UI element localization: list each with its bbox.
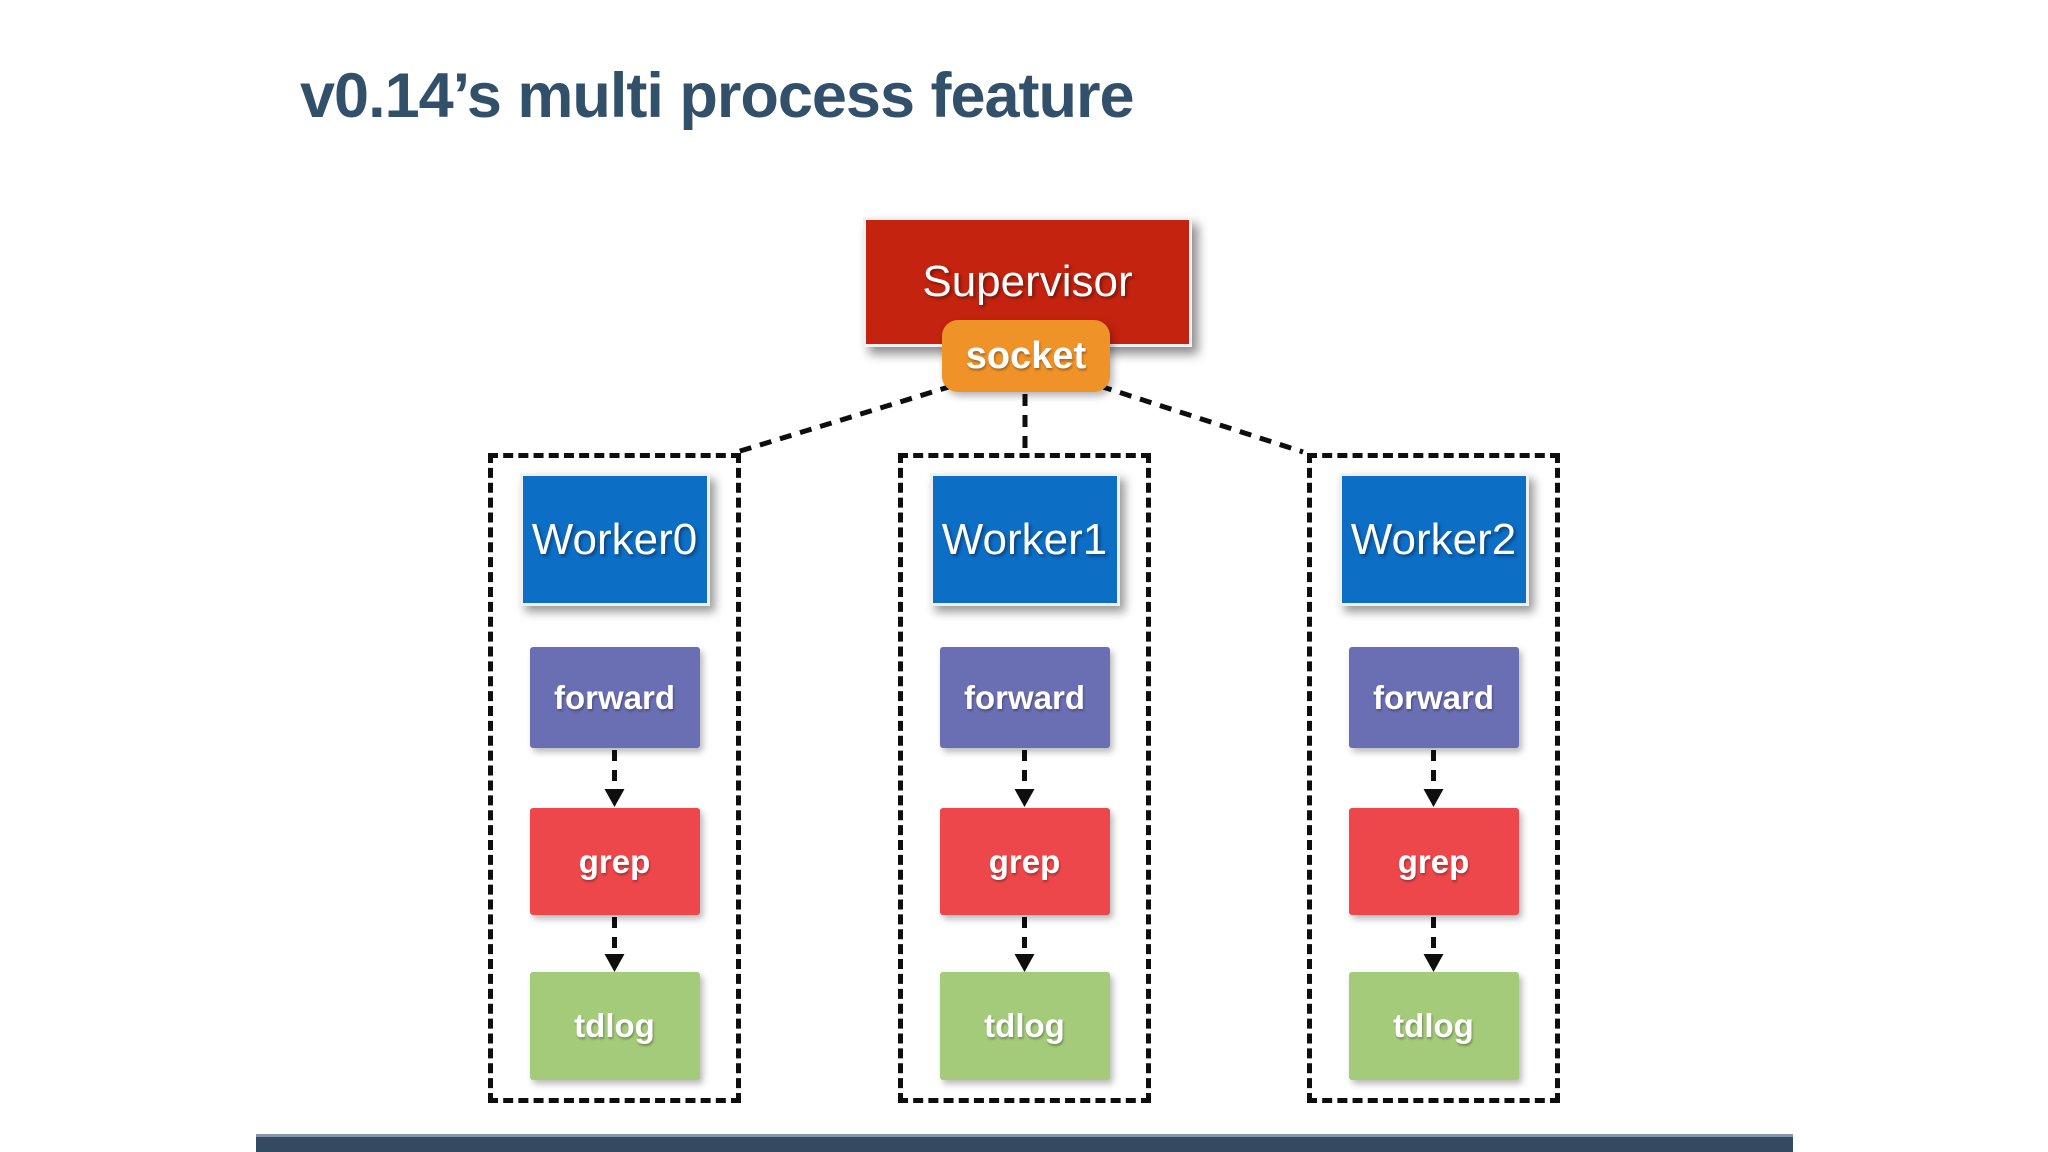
plugin-label: forward xyxy=(1372,678,1494,716)
socket-connector-left xyxy=(736,383,953,455)
plugin-label: forward xyxy=(963,678,1085,716)
plugin-label: grep xyxy=(1397,842,1470,880)
slide-title: v0.14’s multi process feature xyxy=(300,61,1135,131)
footer-bar xyxy=(256,1134,1793,1152)
plugin-label: tdlog xyxy=(1393,1007,1474,1044)
worker1-plugin-tdlog: tdlog xyxy=(939,972,1110,1080)
worker1-plugin-forward: forward xyxy=(939,647,1110,748)
plugin-label: tdlog xyxy=(574,1007,655,1044)
worker1-column: Worker1 forward grep tdlog xyxy=(898,453,1151,1103)
worker2-label: Worker2 xyxy=(1350,514,1517,564)
plugin-label: grep xyxy=(578,842,651,880)
worker0-plugin-forward: forward xyxy=(529,647,700,748)
socket-connector-right xyxy=(1099,383,1304,455)
worker1-plugin-grep: grep xyxy=(939,808,1110,915)
worker2-plugin-tdlog: tdlog xyxy=(1348,972,1519,1080)
plugin-label: grep xyxy=(988,842,1061,880)
worker2-plugin-forward: forward xyxy=(1348,647,1519,748)
socket-badge: socket xyxy=(942,320,1110,392)
worker2-column: Worker2 forward grep tdlog xyxy=(1307,453,1560,1103)
worker0-title-box: Worker0 xyxy=(519,473,710,606)
plugin-label: forward xyxy=(553,678,675,716)
socket-label: socket xyxy=(965,334,1087,377)
worker2-plugin-grep: grep xyxy=(1348,808,1519,915)
worker0-plugin-tdlog: tdlog xyxy=(529,972,700,1080)
worker0-label: Worker0 xyxy=(531,514,698,564)
worker2-title-box: Worker2 xyxy=(1338,473,1529,606)
worker0-plugin-grep: grep xyxy=(529,808,700,915)
worker0-column: Worker0 forward grep tdlog xyxy=(488,453,741,1103)
plugin-label: tdlog xyxy=(984,1007,1065,1044)
supervisor-label: Supervisor xyxy=(922,257,1133,306)
worker1-label: Worker1 xyxy=(941,514,1108,564)
worker1-title-box: Worker1 xyxy=(929,473,1120,606)
